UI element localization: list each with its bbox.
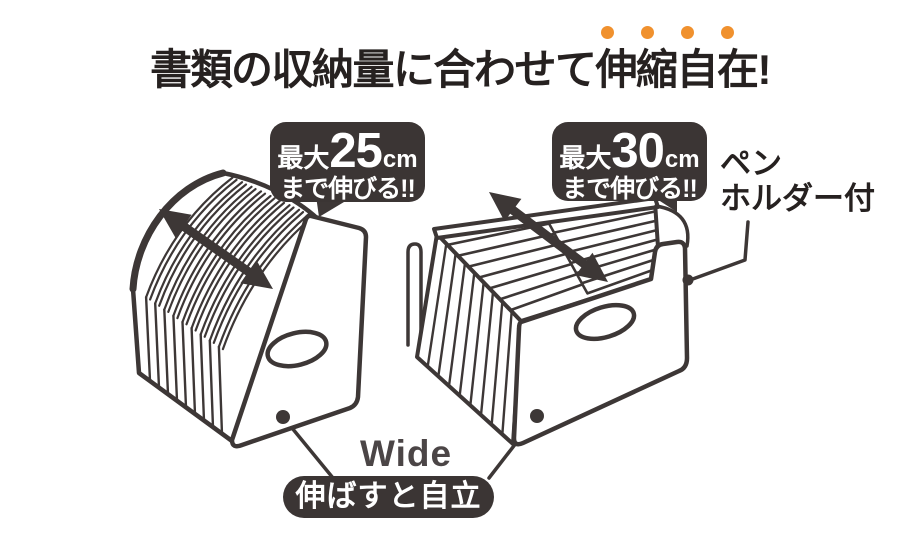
badge-prefix: 最大 [559,143,612,173]
right-box-back-corner [654,204,690,248]
emphasis-dot [721,26,734,39]
emphasis-dot [681,26,694,39]
left-box-handle-cutout [265,329,329,369]
wide-label: Wide [360,433,453,474]
right-box-side-pleats [426,242,513,436]
arrowhead-up-left [489,192,522,222]
arrowhead-down-right [575,252,608,282]
arrowhead-up-left [159,209,192,238]
arrow-shaft [176,220,256,278]
arrowhead-down-right [240,260,273,289]
arrow-shaft [505,203,592,271]
badge-unit: cm [382,146,418,173]
right-box-callout-dot [530,409,544,423]
badge-unit: cm [664,146,700,173]
right-filebox [406,196,694,447]
badge-value: 30 [611,124,665,178]
badge-prefix: 最大 [277,143,330,173]
badge-line2: まで伸びる!! [280,174,416,203]
left-box-callout-dot [276,410,290,424]
left-expand-arrow [159,209,273,289]
right-expand-arrow [489,192,608,282]
emphasis-dot [601,26,614,39]
right-box-front-panel [511,239,690,447]
pen-holder-line2: ホルダー付 [720,181,875,217]
right-box-back-tab [406,242,423,347]
right-box-handle-cutout [573,302,637,342]
left-filebox [129,169,369,449]
pen-holder-line1: ペン [720,146,782,181]
pen-holder-label: ペン ホルダー付 [720,146,875,216]
left-box-outer-edge [129,169,227,293]
badge-value: 25 [329,124,383,178]
pen-holder-dot [682,274,694,286]
headline: 書類の収納量に合わせて伸縮自在! [150,46,772,93]
emphasis-dot [641,26,654,39]
pen-holder-leader-line [688,220,750,282]
stand-pill-badge: 伸ばすと自立 [283,476,494,518]
badge-line2: まで伸びる!! [562,174,698,203]
